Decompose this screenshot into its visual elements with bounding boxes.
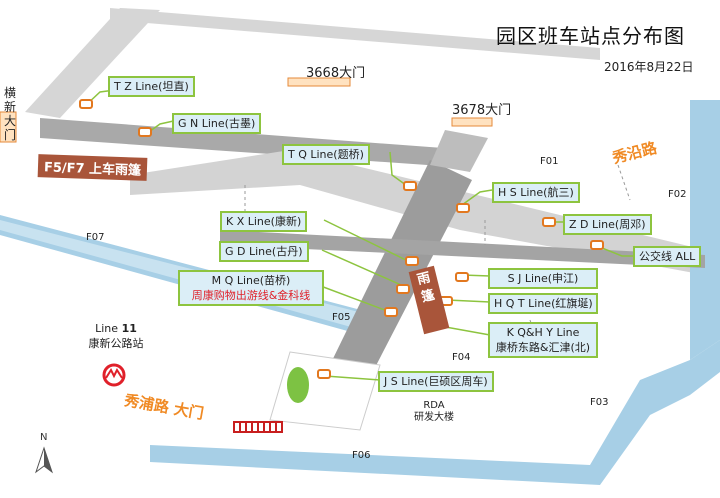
green-lawn: [287, 367, 309, 403]
gate-3678-label: 3678大门: [452, 103, 512, 118]
zone-f07: F07: [86, 232, 105, 243]
hengxin-gate-bar: [0, 111, 17, 143]
bus-line-zd[interactable]: Z D Line(周邓): [563, 214, 652, 235]
metro-line-number: 11: [121, 322, 137, 335]
metro-station-name: 康新公路站: [88, 337, 144, 350]
bus-line-tq[interactable]: T Q Line(题桥): [282, 144, 370, 165]
bus-line-kqhy[interactable]: K Q&H Y Line 康桥东路&汇津(北): [488, 322, 598, 358]
north-label: N: [40, 432, 48, 443]
bus-line-hqt[interactable]: H Q T Line(红旗埏): [488, 293, 598, 314]
north-wall: [110, 8, 600, 60]
bus-line-label: G D Line(古丹): [225, 245, 303, 258]
bus-line-label: Z D Line(周邓): [569, 218, 646, 231]
rain-shelter-f5f7: F5/F7 上车雨篷: [37, 154, 148, 181]
bus-line-hs[interactable]: H S Line(航三): [492, 182, 580, 203]
zone-f01: F01: [540, 156, 559, 167]
bus-line-label: J S Line(巨硕区周车): [384, 375, 488, 388]
bus-line-label: G N Line(古墨): [178, 117, 256, 130]
bus-line-sublabel: 周康购物出游线&金科线: [191, 289, 311, 302]
gate-3678-bar: [451, 117, 493, 127]
bus-line-label: S J Line(申江): [507, 272, 579, 285]
bus-line-gd[interactable]: G D Line(古丹): [219, 241, 309, 262]
metro-station-label: Line 11 康新公路站: [86, 322, 146, 351]
map-title: 园区班车站点分布图: [496, 24, 685, 48]
bus-line-label: H Q T Line(红旗埏): [494, 297, 593, 310]
river-east: [690, 100, 720, 360]
cross-road: [220, 230, 705, 268]
zone-f06: F06: [352, 450, 371, 461]
gate-3668-bar: [287, 77, 351, 87]
bus-line-label: H S Line(航三): [498, 186, 574, 199]
rda-name: 研发大楼: [414, 412, 454, 423]
hengxin-gate-label: 横新大门: [4, 86, 17, 142]
zone-f02: F02: [668, 189, 687, 200]
zone-f03: F03: [590, 397, 609, 408]
connector-lines: [84, 89, 633, 381]
bus-line-label: T Q Line(题桥): [288, 148, 364, 161]
bus-line-label: K Q&H Y Line: [506, 326, 580, 339]
bus-line-mq[interactable]: M Q Line(苗桥) 周康购物出游线&金科线: [178, 270, 324, 306]
bus-line-tz[interactable]: T Z Line(坦直): [108, 76, 195, 97]
bus-line-sj[interactable]: S J Line(申江): [488, 268, 598, 289]
bus-line-gn[interactable]: G N Line(古墨): [172, 113, 262, 134]
gate-3668-label: 3668大门: [306, 66, 366, 81]
bus-line-js[interactable]: J S Line(巨硕区周车): [378, 371, 494, 392]
bus-line-sublabel: 康桥东路&汇津(北): [495, 341, 591, 354]
bus-line-label: 公交线 ALL: [639, 250, 696, 263]
bus-line-label: K X Line(康新): [226, 215, 302, 228]
rda-label: RDA 研发大楼: [414, 400, 454, 424]
metro-line-text: Line: [95, 322, 119, 335]
zone-f04: F04: [452, 352, 471, 363]
map-date: 2016年8月22日: [604, 60, 694, 74]
rda-code: RDA: [423, 400, 445, 411]
bus-line-label: T Z Line(坦直): [114, 80, 189, 93]
zone-f05: F05: [332, 312, 351, 323]
west-road: [25, 8, 160, 118]
bus-line-public[interactable]: 公交线 ALL: [633, 246, 702, 267]
bus-line-kx[interactable]: K X Line(康新): [220, 211, 308, 232]
rda-building: [269, 351, 381, 431]
bus-line-label: M Q Line(苗桥): [211, 274, 291, 287]
